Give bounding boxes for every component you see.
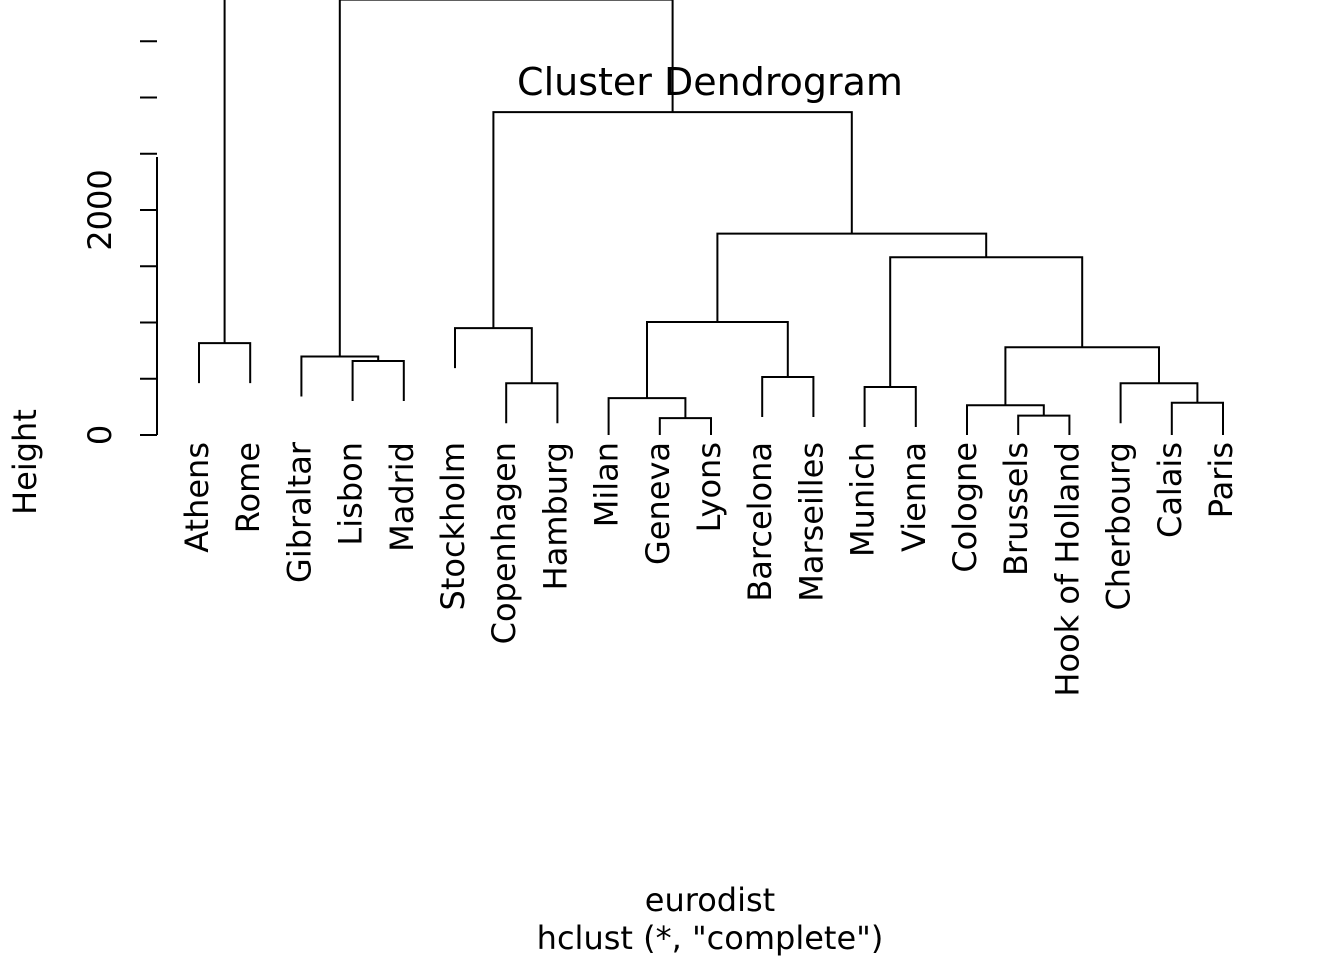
dendrogram-branch — [966, 404, 1045, 435]
dendrogram-branch — [1170, 401, 1224, 435]
leaf-label: Geneva — [639, 442, 677, 565]
leaf-label: Hook of Holland — [1048, 442, 1086, 697]
leaf-label: Lisbon — [332, 442, 370, 546]
method-label: hclust (*, "complete") — [537, 919, 884, 957]
leaf-label: Vienna — [895, 442, 933, 552]
leaf-label: Copenhagen — [485, 442, 523, 644]
y-tick-label: 0 — [81, 425, 119, 445]
dendrogram-branch — [863, 385, 917, 427]
dendrogram-branches — [198, 0, 1224, 435]
leaf-label: Lyons — [690, 442, 728, 532]
dendrogram-branch — [223, 0, 226, 344]
leaf-label: Rome — [229, 442, 267, 533]
dendrogram-branch — [300, 355, 380, 397]
dendrogram-branch — [761, 375, 815, 417]
leaf-label: Hamburg — [536, 442, 574, 590]
leaf-label: Cologne — [946, 442, 984, 573]
dendrogram-branch — [338, 0, 674, 357]
leaf-labels: Athens Rome Gibraltar Lisbon Madrid Stockholm… — [178, 441, 1240, 696]
leaf-label: Paris — [1202, 442, 1240, 518]
leaf-label: Cherbourg — [1100, 442, 1138, 611]
leaf-label: Marseilles — [792, 442, 830, 602]
leaf-label: Madrid — [383, 442, 421, 552]
dendrogram-branch — [351, 359, 405, 401]
leaf-label: Munich — [844, 442, 882, 557]
leaf-label: Athens — [178, 442, 216, 553]
y-tick-label: 2000 — [81, 169, 119, 250]
dendrogram-branch — [454, 327, 533, 384]
dendrogram-branch — [505, 382, 559, 424]
chart-title: Cluster Dendrogram — [517, 60, 903, 104]
dendrogram-branch — [198, 342, 252, 384]
dendrogram-branch — [1004, 346, 1160, 406]
dendrogram-branch — [889, 256, 1084, 387]
y-axis-ticks: 0 2000 — [81, 40, 157, 445]
dendrogram-branch — [492, 111, 853, 329]
dendrogram-branch — [1017, 414, 1071, 435]
leaf-label: Stockholm — [434, 442, 472, 610]
dendrogram-branch — [646, 320, 789, 399]
leaf-label: Gibraltar — [280, 441, 318, 583]
dendrogram-branch — [607, 397, 687, 435]
leaf-label: Barcelona — [741, 442, 779, 602]
leaf-label: Brussels — [997, 442, 1035, 576]
leaf-label: Milan — [588, 442, 626, 527]
dendrogram-branch — [658, 417, 712, 435]
leaf-label: Calais — [1151, 442, 1189, 538]
x-axis-label: eurodist — [645, 881, 775, 919]
y-axis-label: Height — [6, 409, 44, 515]
dendrogram-branch — [716, 232, 988, 322]
